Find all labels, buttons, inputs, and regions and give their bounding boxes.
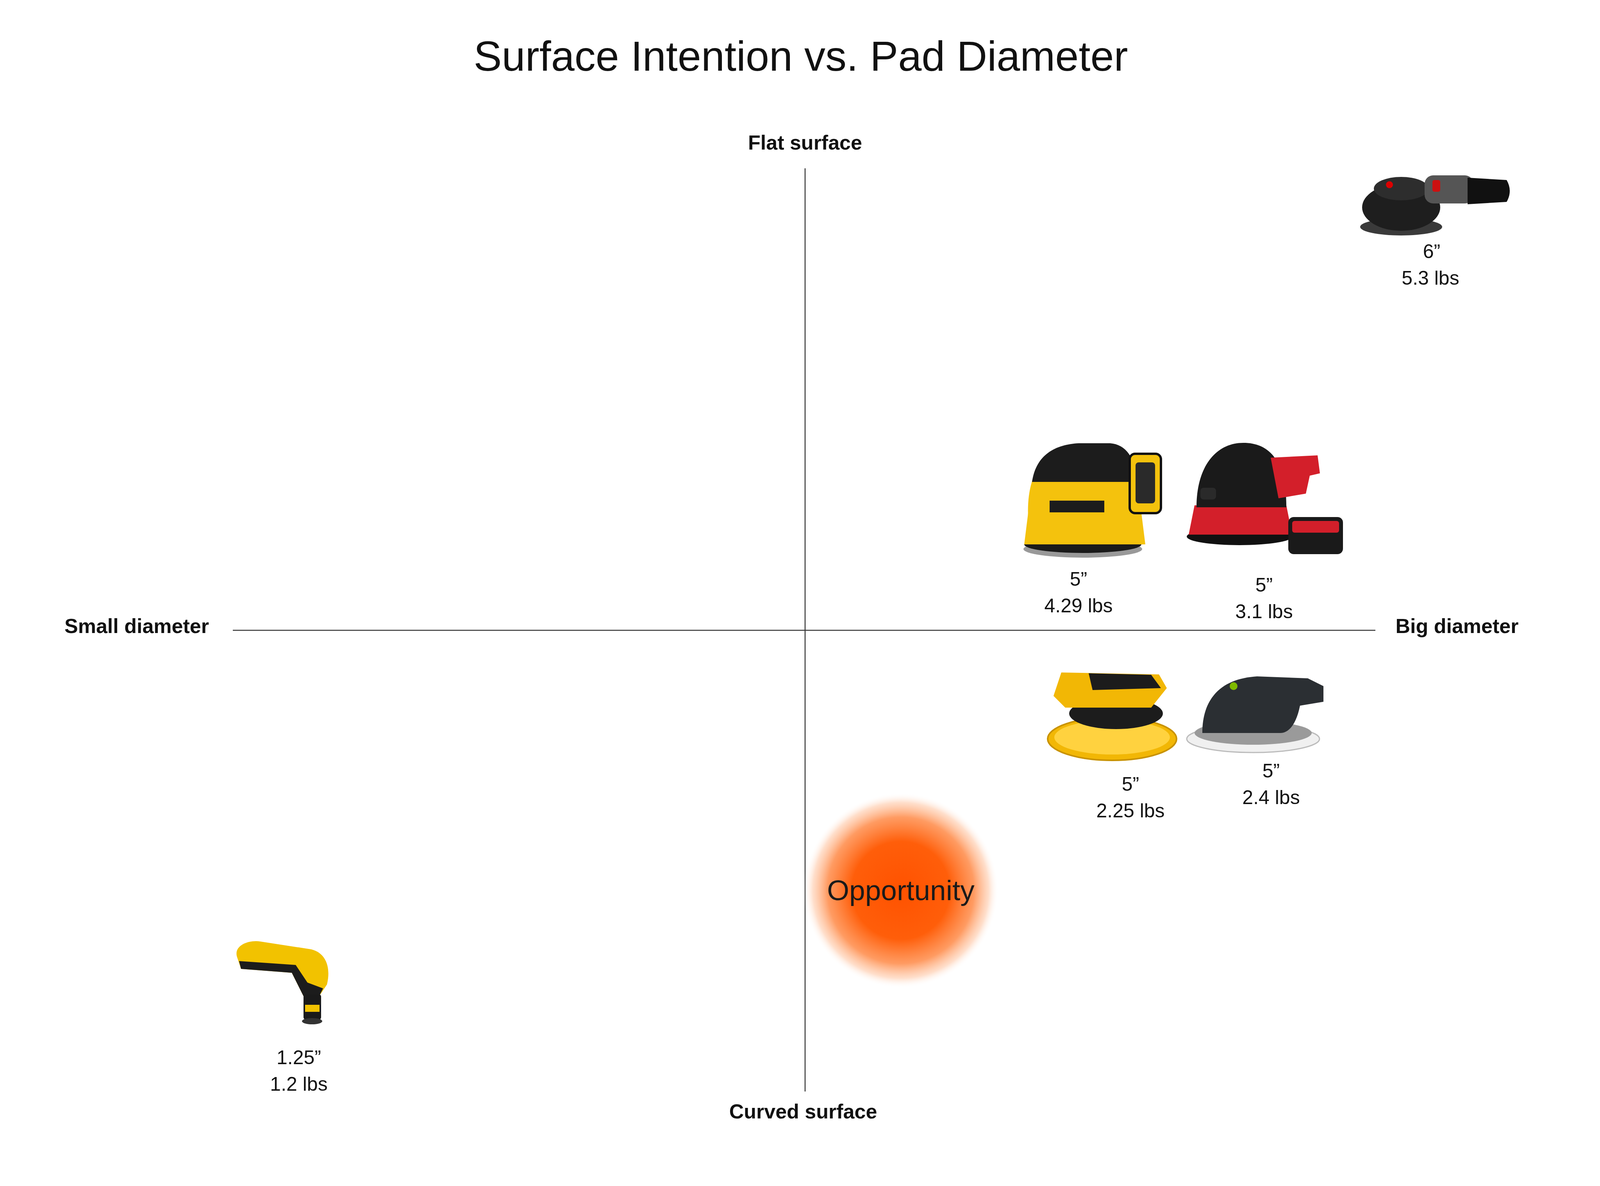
opportunity-text: Opportunity bbox=[826, 874, 975, 908]
illustration-part bbox=[1288, 517, 1343, 555]
dewalt-sander bbox=[1023, 443, 1161, 558]
chart-title: Surface Intention vs. Pad Diameter bbox=[473, 32, 1129, 81]
illustration-part bbox=[1270, 455, 1320, 499]
opportunity-circle: Opportunity bbox=[803, 792, 999, 989]
horizontal-axis bbox=[232, 630, 1376, 632]
illustration-part bbox=[1135, 462, 1156, 504]
spec-label: 6” bbox=[1423, 240, 1441, 264]
axes bbox=[232, 168, 1376, 1092]
illustration-part bbox=[305, 1005, 320, 1013]
mirka-sander bbox=[1047, 672, 1177, 761]
festool-sander bbox=[1186, 676, 1324, 753]
spec-label: 5” bbox=[1255, 574, 1273, 597]
spec-label: 5.3 lbs bbox=[1401, 267, 1459, 290]
spec-label: 2.4 lbs bbox=[1242, 786, 1300, 810]
illustration-part bbox=[301, 1018, 323, 1025]
milwaukee-sander bbox=[1186, 442, 1343, 555]
illustration-part bbox=[1196, 442, 1287, 508]
spec-label: 5” bbox=[1121, 773, 1140, 797]
metabo-sander bbox=[1360, 175, 1510, 236]
illustration-part bbox=[1229, 682, 1238, 691]
illustration-part bbox=[1188, 505, 1293, 535]
illustration-part bbox=[1373, 176, 1429, 201]
illustration-part bbox=[1200, 487, 1217, 500]
spec-label: 1.2 lbs bbox=[269, 1073, 328, 1097]
illustration-part bbox=[1024, 513, 1146, 545]
illustration-part bbox=[303, 994, 322, 1020]
axis-label: Flat surface bbox=[748, 131, 863, 155]
spec-label: 5” bbox=[1262, 760, 1280, 783]
illustration-part bbox=[1053, 672, 1167, 708]
illustration-part bbox=[1202, 676, 1324, 734]
illustration-part bbox=[1424, 175, 1474, 204]
axis-label: Small diameter bbox=[64, 614, 209, 639]
illustration-part bbox=[1129, 453, 1161, 514]
glow-fill bbox=[803, 792, 999, 989]
spec-label: 5” bbox=[1069, 568, 1088, 592]
axis-label: Curved surface bbox=[729, 1100, 878, 1124]
illustration-part bbox=[1088, 673, 1161, 691]
illustration-part bbox=[1292, 521, 1340, 533]
illustration-part bbox=[1467, 177, 1510, 205]
spec-label: 3.1 lbs bbox=[1235, 600, 1293, 624]
spec-label: 1.25” bbox=[276, 1046, 322, 1070]
illustration-part bbox=[1385, 181, 1393, 189]
mirka-mini-sander bbox=[236, 941, 329, 1025]
illustration-part bbox=[239, 961, 324, 997]
spec-label: 2.25 lbs bbox=[1096, 800, 1165, 823]
spec-label: 4.29 lbs bbox=[1044, 594, 1113, 618]
illustration-part bbox=[1049, 500, 1105, 513]
illustration-part bbox=[1032, 443, 1138, 483]
axis-label: Big diameter bbox=[1395, 614, 1519, 639]
illustration-part bbox=[1432, 180, 1441, 192]
illustration-part bbox=[236, 941, 329, 997]
